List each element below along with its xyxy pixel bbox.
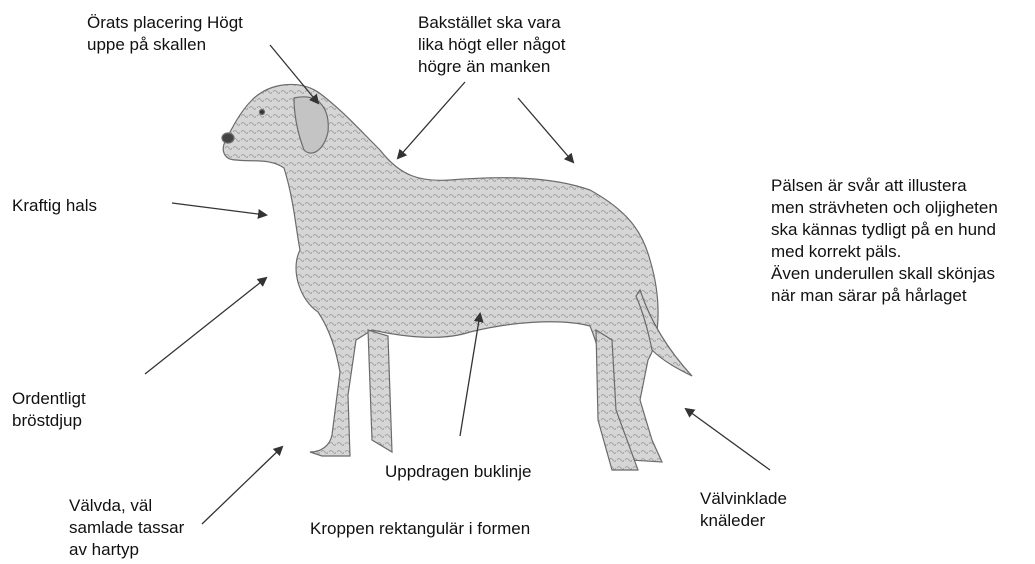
arrow-chest (145, 278, 266, 374)
label-body: Kroppen rektangulär i formen (310, 518, 530, 540)
arrow-topline-back (518, 98, 573, 162)
label-coat: Pälsen är svår att illustera men strävhe… (771, 175, 998, 307)
label-feet: Välvda, väl samlade tassar av hartyp (69, 495, 184, 561)
arrow-stifle (686, 409, 770, 470)
arrow-neck (172, 203, 266, 215)
arrow-feet (202, 447, 282, 524)
label-neck: Kraftig hals (12, 195, 97, 217)
arrow-topline-withers (398, 82, 465, 158)
label-ear: Örats placering Högt uppe på skallen (87, 12, 243, 56)
label-belly: Uppdragen buklinje (385, 461, 532, 483)
label-topline: Bakstället ska vara lika högt eller någo… (418, 12, 565, 78)
arrow-belly (460, 314, 480, 436)
label-chest: Ordentligt bröstdjup (12, 388, 86, 432)
label-stifle: Välvinklade knäleder (700, 488, 787, 532)
arrow-ear (270, 45, 318, 103)
